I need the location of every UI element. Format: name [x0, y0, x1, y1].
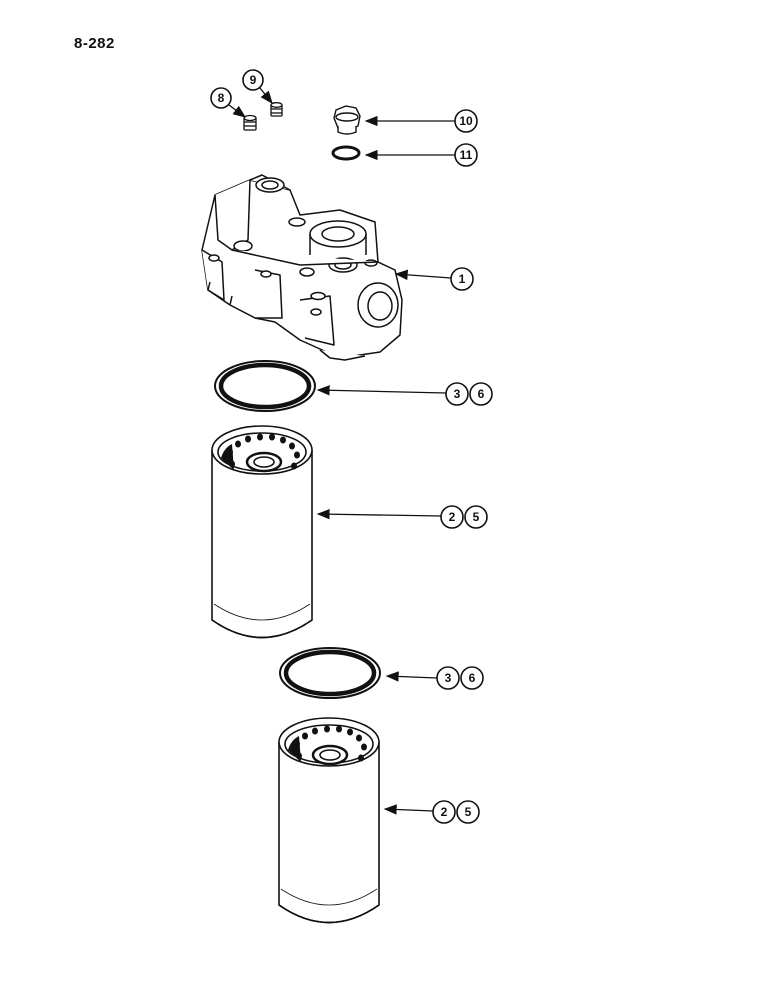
callout-9: 9 — [242, 69, 273, 105]
svg-text:10: 10 — [459, 114, 473, 128]
callout-1: 1 — [394, 267, 474, 291]
svg-text:6: 6 — [469, 671, 476, 685]
svg-text:11: 11 — [460, 148, 473, 162]
callout-3-6-upper: 3 6 — [316, 382, 493, 406]
callout-2-5-upper: 2 5 — [316, 505, 488, 529]
callout-11: 11 — [364, 143, 478, 167]
svg-text:2: 2 — [449, 510, 456, 524]
svg-text:5: 5 — [473, 510, 480, 524]
filter-head-1 — [201, 174, 403, 361]
svg-text:9: 9 — [250, 73, 257, 87]
set-screw-8 — [243, 114, 257, 131]
svg-text:1: 1 — [459, 272, 466, 286]
plug-10 — [333, 105, 361, 135]
callout-2-5-lower: 2 5 — [383, 800, 480, 824]
svg-text:8: 8 — [218, 91, 225, 105]
callout-8: 8 — [210, 87, 247, 118]
svg-text:3: 3 — [445, 671, 452, 685]
filter-cartridge-upper — [211, 425, 313, 639]
page-number: 8-282 — [74, 35, 115, 52]
svg-text:2: 2 — [441, 805, 448, 819]
seal-ring-upper — [214, 360, 316, 412]
callout-10: 10 — [364, 109, 478, 133]
callout-3-6-lower: 3 6 — [385, 666, 484, 690]
svg-text:6: 6 — [478, 387, 485, 401]
filter-cartridge-lower — [278, 717, 380, 924]
seal-ring-lower — [279, 647, 381, 699]
svg-text:5: 5 — [465, 805, 472, 819]
set-screw-9 — [270, 102, 283, 117]
svg-text:3: 3 — [454, 387, 461, 401]
o-ring-11 — [331, 145, 361, 161]
